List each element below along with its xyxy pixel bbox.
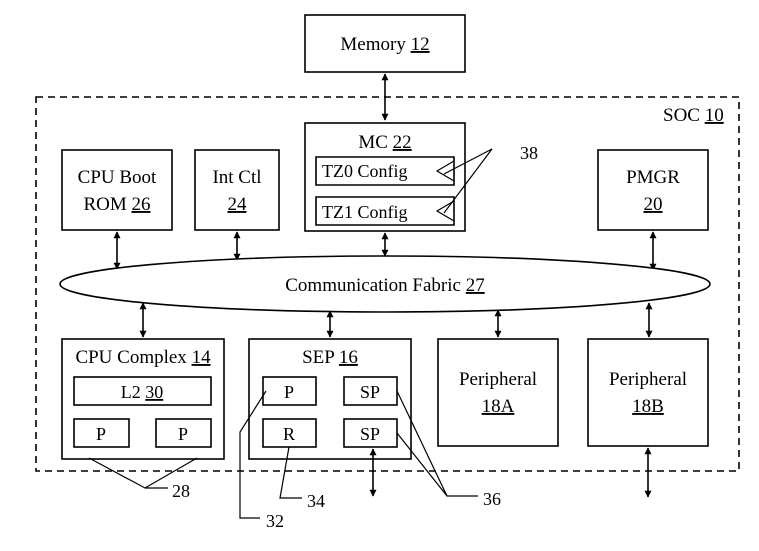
peripheral-b-ref: 18B [632, 396, 664, 417]
cpu-complex-label: CPU Complex 14 [75, 347, 211, 368]
cpu-boot-rom-line1: CPU Boot [78, 167, 157, 188]
int-ctl-block [194, 149, 280, 231]
cpu-processor-2 [155, 418, 212, 448]
pmgr-ref: 20 [644, 194, 663, 215]
cpu-boot-rom-line2: ROM 26 [83, 194, 150, 215]
cpu-boot-rom-block [61, 149, 173, 231]
communication-fabric [59, 255, 711, 313]
callout-32: 32 [266, 511, 284, 531]
tz0-notch [435, 160, 455, 182]
callout-36-lines [396, 390, 478, 497]
sep-sp-2 [343, 418, 398, 448]
sep-rom-label: R [283, 424, 295, 444]
cpu-processor-2-label: P [178, 424, 188, 444]
tz1-notch [435, 200, 455, 222]
callout-36: 36 [483, 489, 501, 509]
sep-sp-2-label: SP [360, 424, 380, 444]
callout-34: 34 [307, 491, 325, 511]
callout-34-line [279, 446, 302, 499]
peripheral-a-block [437, 338, 559, 447]
memory-block [304, 14, 466, 73]
tz1-config-label: TZ1 Config [322, 202, 408, 222]
sep-sp-1 [343, 376, 398, 406]
peripheral-b-label: Peripheral [609, 369, 687, 390]
callout-38-line-b [443, 148, 493, 214]
mc-label: MC 22 [358, 132, 411, 153]
peripheral-a-ref: 18A [482, 396, 515, 417]
tz0-config-block [315, 156, 455, 186]
int-ctl-ref: 24 [228, 194, 248, 215]
pmgr-block [597, 149, 709, 231]
sep-sp-1-label: SP [360, 382, 380, 402]
pmgr-label: PMGR [626, 167, 680, 188]
sep-rom [262, 418, 317, 448]
callout-32-line [239, 390, 267, 519]
fabric-label: Communication Fabric 27 [285, 275, 484, 296]
callout-28-lines [88, 457, 198, 489]
tz0-config-label: TZ0 Config [322, 161, 408, 181]
cpu-processor-1-label: P [96, 424, 106, 444]
sep-processor-label: P [284, 382, 294, 402]
sep-label: SEP 16 [302, 347, 358, 368]
peripheral-a-label: Peripheral [459, 369, 537, 390]
cpu-processor-1 [73, 418, 130, 448]
sep-processor [262, 376, 317, 406]
callout-38: 38 [520, 143, 538, 163]
peripheral-b-block [587, 338, 709, 447]
callout-38-line-a [443, 148, 493, 175]
int-ctl-label: Int Ctl [212, 167, 261, 188]
soc-label: SOC 10 [663, 105, 724, 126]
l2-cache-label: L2 30 [121, 382, 164, 402]
memory-label: Memory 12 [340, 34, 429, 55]
callout-28: 28 [172, 481, 190, 501]
tz1-config-block [315, 196, 455, 226]
l2-cache-block [73, 376, 212, 406]
